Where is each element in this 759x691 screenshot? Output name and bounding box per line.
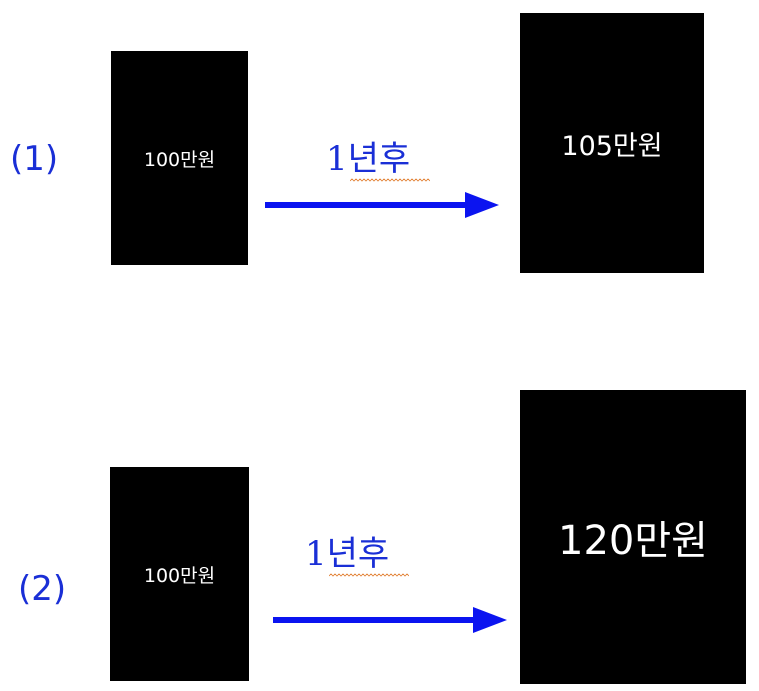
scenario-2-start-amount: 100만원	[143, 564, 216, 587]
scenario-1-period-text: 1년후	[326, 139, 411, 179]
scenario-2-start-box: 100만원	[110, 467, 249, 681]
scenario-1-period-caption: 1년후	[326, 139, 430, 182]
spellcheck-underline	[329, 573, 409, 577]
scenario-1-label: (1)	[10, 139, 59, 179]
scenario-2-arrow-icon	[273, 607, 507, 633]
scenario-2-end-amount: 120만원	[558, 518, 708, 564]
scenario-2-period-caption: 1년후	[305, 534, 409, 577]
spellcheck-underline	[350, 178, 430, 182]
scenario-1-arrow-icon	[265, 192, 499, 218]
scenario-2-label: (2)	[18, 569, 67, 609]
scenario-1-start-amount: 100만원	[143, 148, 216, 171]
scenario-1-end-box: 105만원	[520, 13, 704, 273]
scenario-1-start-box: 100만원	[111, 51, 248, 265]
scenario-1-end-amount: 105만원	[561, 130, 663, 162]
scenario-2-end-box: 120만원	[520, 390, 746, 684]
scenario-2-period-text: 1년후	[305, 534, 390, 574]
